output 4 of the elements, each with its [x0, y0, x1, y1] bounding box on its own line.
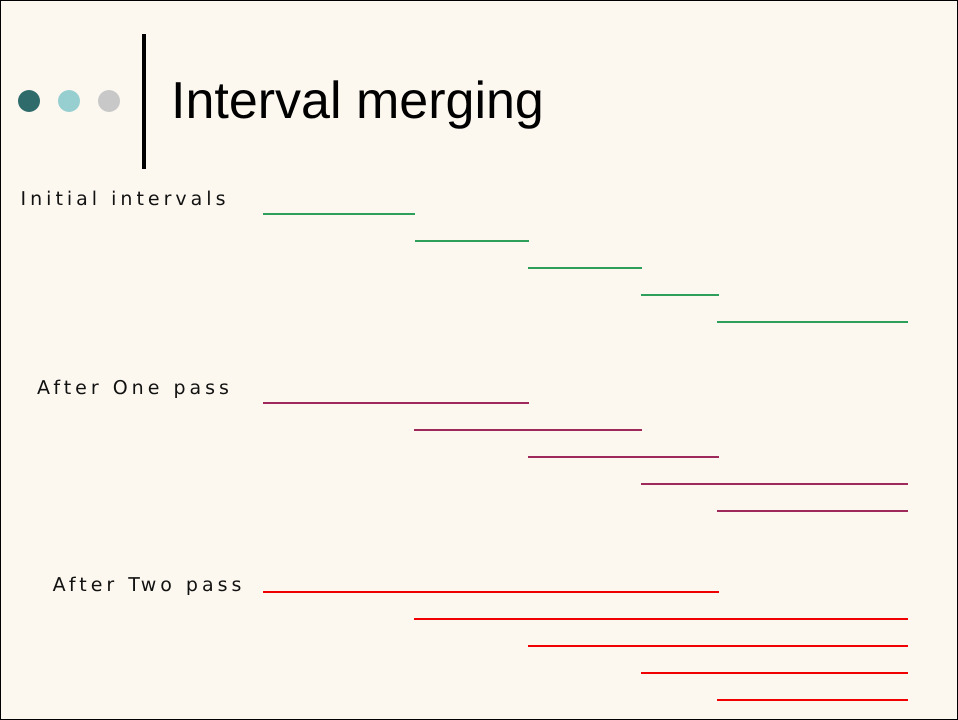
row-label: Initial intervals [20, 187, 230, 212]
row-label: After One pass [36, 376, 234, 401]
row-label: After Two pass [52, 573, 246, 598]
slide-title: Interval merging [171, 71, 544, 131]
